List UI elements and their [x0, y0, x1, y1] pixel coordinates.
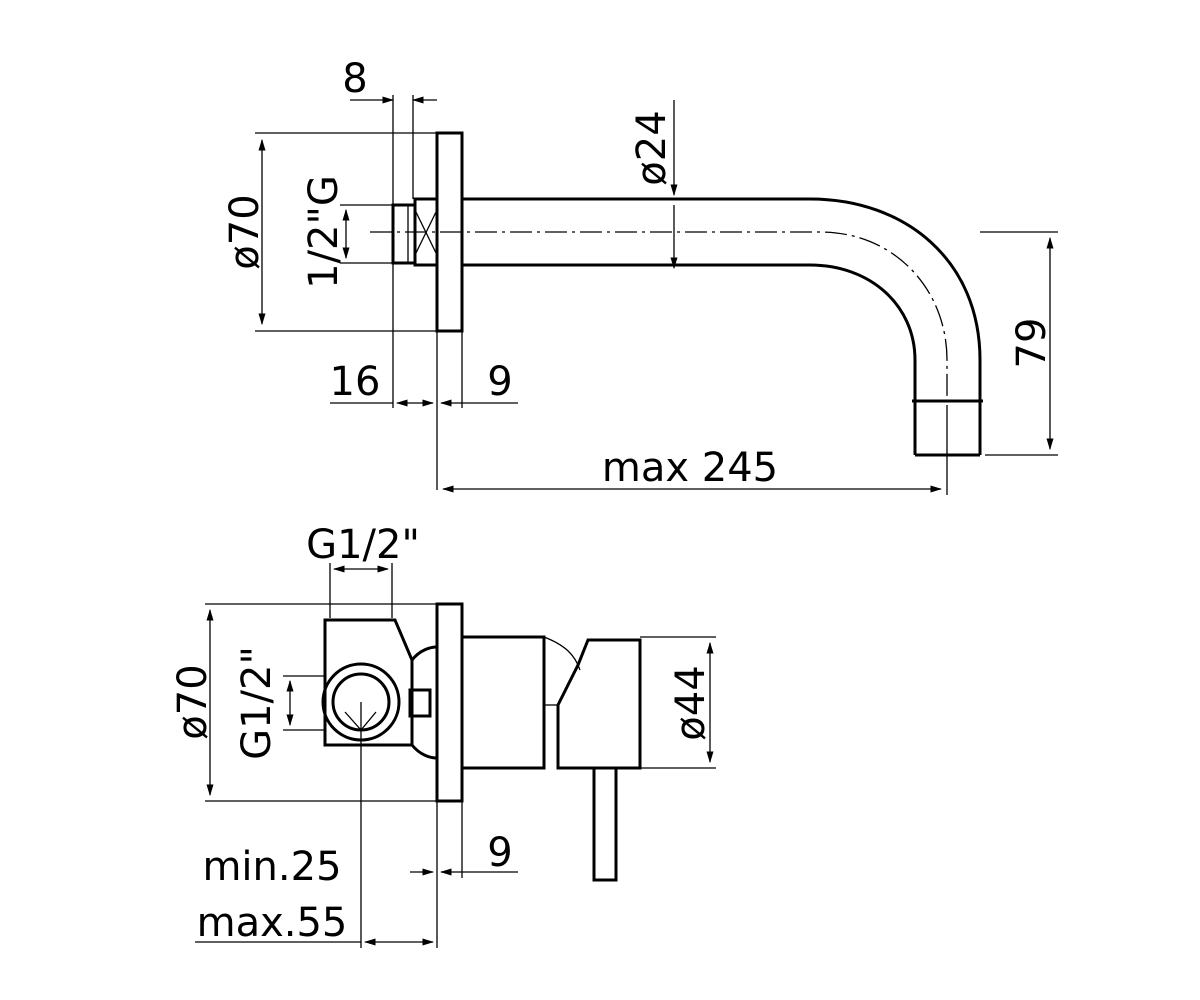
label-length-245: max 245 [602, 445, 778, 491]
dim-8: 8 [342, 56, 437, 205]
dim-pipe-24: ø24 [629, 100, 678, 270]
dim-length-245: max 245 [441, 405, 948, 495]
spout-center-line [370, 231, 948, 400]
mixer-valve-body [321, 618, 438, 760]
spout-pipe-outer [462, 197, 982, 455]
label-min-depth: min.25 [202, 844, 341, 890]
label-height-79: 79 [1009, 318, 1055, 369]
dim-thread: 1/2"G [301, 175, 393, 289]
dim-height-79: 79 [980, 231, 1058, 456]
mixer-side-view: G1/2" ø70 G1/2" ø44 [170, 522, 716, 948]
dim-top-connection: G1/2" [306, 522, 420, 618]
label-thread: 1/2"G [301, 175, 347, 289]
dim-16: 16 [330, 263, 438, 490]
dim-side-connection: G1/2" [234, 646, 325, 760]
spout-side-view: 8 ø70 1/2"G ø24 16 [222, 56, 1058, 495]
label-dim-8: 8 [342, 56, 367, 102]
label-dim-9-bottom: 9 [487, 830, 512, 876]
mixer-lever-handle [556, 638, 642, 770]
label-pipe-24: ø24 [629, 110, 675, 185]
mixer-lever-stem [592, 766, 618, 882]
dim-body-44: ø44 [640, 636, 716, 769]
dim-installation-depth: min.25 max.55 [195, 702, 435, 948]
mixer-collar [543, 636, 581, 671]
dim-flange-thickness: 9 [439, 331, 518, 408]
dim-mixer-flange-70: ø70 [170, 603, 437, 802]
label-top-connection: G1/2" [306, 522, 420, 568]
label-body-44: ø44 [668, 665, 714, 740]
mixer-wall-flange [435, 602, 464, 803]
label-dim-16: 16 [330, 359, 381, 405]
dim-flange-70: ø70 [222, 132, 437, 332]
label-max-depth: max.55 [197, 900, 348, 946]
spout-pipe-inner [462, 263, 917, 455]
label-flange-70: ø70 [222, 194, 268, 269]
label-mixer-flange-70: ø70 [170, 664, 216, 739]
label-side-connection: G1/2" [234, 646, 280, 760]
dim-mixer-flange-thickness: 9 [410, 801, 518, 948]
mixer-cartridge-body [460, 635, 546, 770]
label-dim-9-top: 9 [487, 359, 512, 405]
